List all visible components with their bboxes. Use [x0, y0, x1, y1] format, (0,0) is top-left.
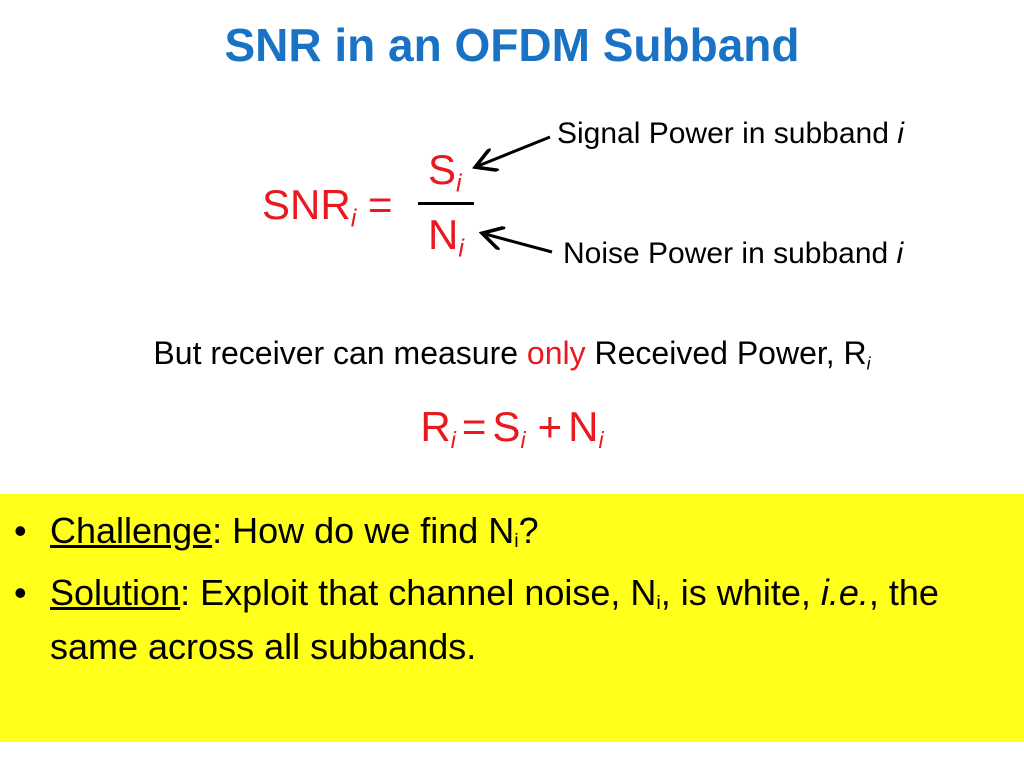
noise-note-var: i [896, 237, 904, 270]
challenge-end: ? [518, 510, 539, 551]
bullet-solution: • Solution: Exploit that channel noise, N… [14, 566, 1014, 674]
eq-s: S [492, 403, 521, 450]
eq-s-sub: i [520, 426, 526, 453]
signal-arrow [478, 135, 551, 166]
measure-before: But receiver can measure [153, 335, 527, 371]
solution-text-2: , is white, [660, 572, 821, 613]
snr-lhs: SNRi = [262, 180, 393, 233]
solution-text-1: : Exploit that channel noise, N [180, 572, 657, 613]
snr-equals: = [367, 181, 393, 228]
challenge-text: : How do we find N [212, 510, 515, 551]
noise-note-text: Noise Power in subband [563, 237, 897, 270]
solution-ie: i.e. [820, 572, 869, 613]
signal-note-text: Signal Power in subband [557, 117, 898, 150]
solution-subscript: i [656, 591, 661, 614]
eq-plus: + [537, 403, 563, 450]
eq-r-sub: i [450, 426, 456, 453]
measure-highlight: only [526, 335, 586, 371]
eq-equals: = [461, 403, 487, 450]
eq-n-sub: i [598, 426, 604, 453]
snr-subscript: i [350, 204, 357, 233]
challenge-label: Challenge [50, 510, 213, 551]
signal-power-note: Signal Power in subband i [557, 116, 904, 152]
slide-title: SNR in an OFDM Subband [224, 19, 800, 71]
measure-after: Received Power, R [585, 335, 867, 371]
denominator-n: N [428, 211, 459, 258]
solution-label: Solution [50, 572, 181, 613]
eq-n: N [568, 403, 599, 450]
fraction-denominator: Ni [428, 210, 464, 263]
solution-text-3: , the same across all subbands. [50, 572, 939, 667]
signal-note-var: i [897, 117, 904, 150]
challenge-subscript: i [514, 529, 519, 552]
denominator-subscript: i [458, 234, 464, 263]
received-power-equation: Ri=Si+Ni [0, 402, 1024, 452]
highlight-box: •Challenge: How do we find Ni? •Solution… [0, 494, 1024, 742]
measure-subscript: i [866, 353, 871, 374]
eq-r: R [420, 403, 451, 450]
bullet-list: •Challenge: How do we find Ni? •Solution… [14, 504, 1014, 682]
measure-sentence: But receiver can measure only Received P… [0, 333, 1024, 373]
snr-label: SNR [262, 181, 351, 228]
fraction-numerator: Si [428, 145, 462, 198]
bullet-challenge: • Challenge: How do we find Ni? [14, 504, 1014, 558]
numerator-s: S [428, 146, 457, 193]
noise-power-note: Noise Power in subband i [563, 236, 903, 272]
noise-arrow [485, 234, 553, 254]
numerator-subscript: i [456, 169, 462, 198]
fraction-bar [418, 202, 474, 205]
bullet-marker: • [14, 510, 27, 551]
bullet-marker: • [14, 572, 27, 613]
